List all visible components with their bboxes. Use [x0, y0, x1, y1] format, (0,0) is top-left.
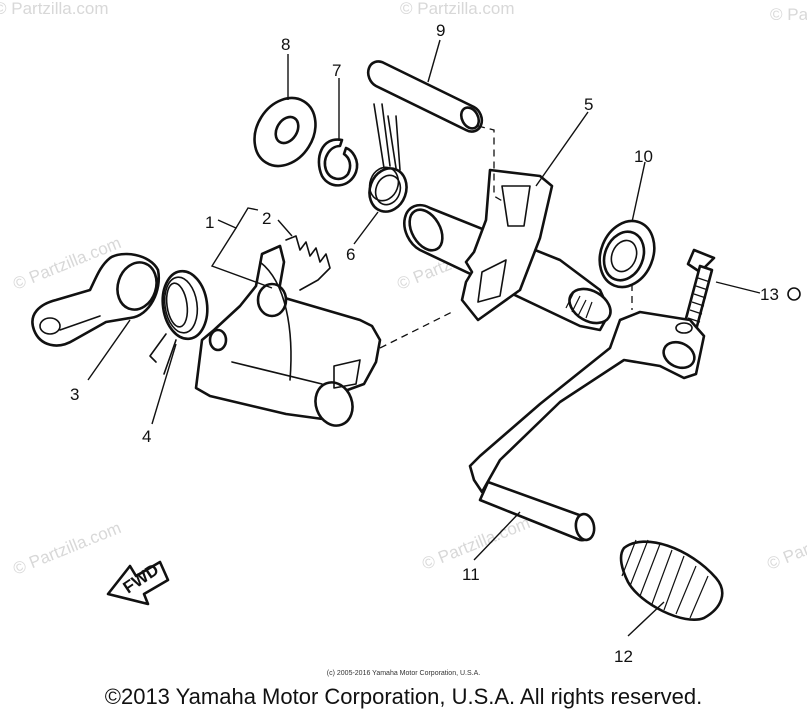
watermark: © Partzilla.com — [764, 513, 807, 574]
callout-4: 4 — [142, 427, 151, 446]
part-11-shift-pedal — [468, 310, 706, 542]
part-8-washer — [253, 96, 317, 168]
part-12-rubber — [619, 539, 724, 621]
watermark: © Partzilla.com — [770, 5, 807, 24]
part-1-shift-arm — [194, 244, 382, 427]
callout-13: 13 — [760, 285, 779, 304]
leader-lines — [87, 39, 665, 637]
circle-mark-icon — [787, 287, 801, 301]
callout-6: 6 — [346, 245, 355, 264]
callout-numbers: 1 2 3 4 5 6 7 8 9 10 11 12 13 — [70, 21, 801, 666]
callout-2: 2 — [262, 209, 271, 228]
callout-10: 10 — [634, 147, 653, 166]
callout-5: 5 — [584, 95, 593, 114]
callout-12: 12 — [614, 647, 633, 666]
watermark: © Partzilla.com — [400, 0, 515, 18]
watermark: © Partzilla.com — [10, 518, 123, 579]
callout-8: 8 — [281, 35, 290, 54]
part-9-pin — [366, 60, 484, 133]
copyright-notice: ©2013 Yamaha Motor Corporation, U.S.A. A… — [104, 684, 703, 709]
callout-9: 9 — [436, 21, 445, 40]
part-2-spring — [285, 235, 331, 291]
part-6-spring — [368, 103, 408, 213]
part-3-stopper-lever — [31, 252, 161, 347]
callout-11: 11 — [462, 565, 480, 584]
part-7-circlip — [317, 138, 359, 187]
part-5-shift-shaft — [403, 168, 612, 332]
watermark: © Partzilla.com — [0, 0, 109, 18]
part-4-spring — [149, 269, 209, 375]
small-copyright: (c) 2005-2016 Yamaha Motor Corporation, … — [326, 670, 481, 677]
alignment-lines — [379, 125, 633, 349]
callout-7: 7 — [332, 61, 341, 80]
callout-1: 1 — [205, 213, 214, 232]
fwd-arrow: FWD — [106, 560, 170, 606]
part-13-bolt — [682, 248, 761, 332]
callout-3: 3 — [70, 385, 79, 404]
part-10-oil-seal — [598, 219, 656, 289]
